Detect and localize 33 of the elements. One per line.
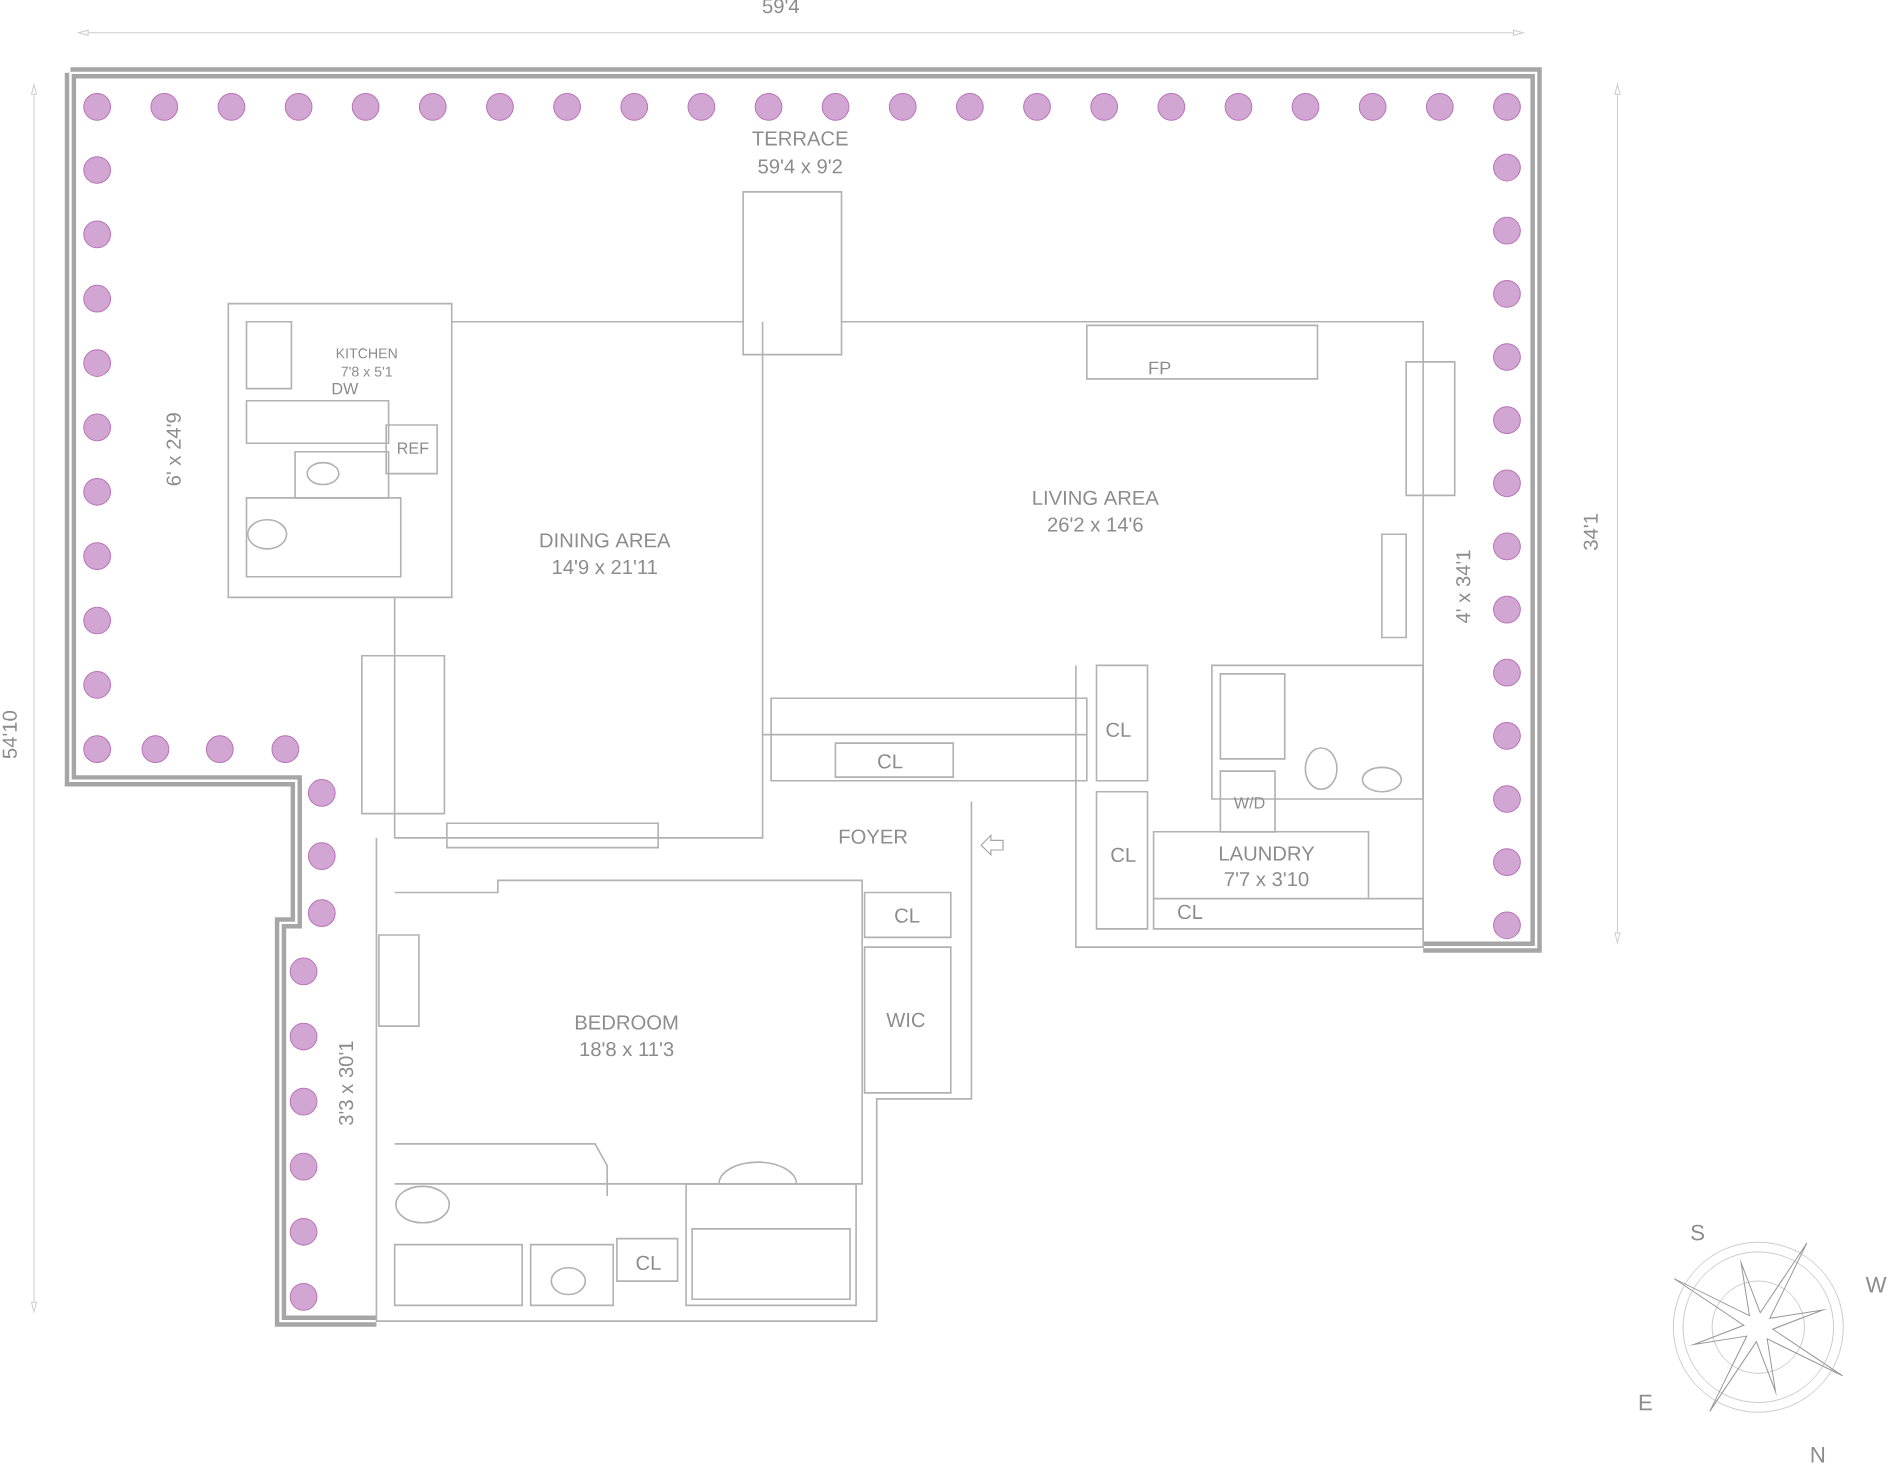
room-name: WIC [886,1013,925,1028]
closet-label: CL [636,1255,661,1271]
room-name: DINING AREA [540,533,671,548]
fireplace-label: FP [1149,361,1171,375]
dimension-label: 54'10 [2,711,17,759]
dimension-label: 34'1 [1583,514,1598,551]
room-name: KITCHEN [336,348,397,359]
room-name: TERRACE [752,131,848,146]
room-dimension: 26'2 x 14'6 [1048,517,1143,532]
compass-letter: W [1865,1277,1887,1293]
closet-label: CL [1178,905,1203,920]
compass-letter: N [1811,1447,1824,1463]
room-dimension: 4' x 34'1 [1456,550,1471,624]
closet-label: CL [1106,722,1131,738]
appliance-label: W/D [1233,796,1265,809]
room-dimension: 6' x 24'9 [166,413,181,486]
room-name: LAUNDRY [1220,846,1315,861]
compass-letter: E [1639,1395,1652,1411]
appliance-label: REF [398,442,429,454]
room-dimension: 14'9 x 21'11 [553,560,657,575]
room-name: FOYER [839,829,907,844]
closet-label: CL [1111,847,1136,863]
compass-letter: S [1691,1224,1704,1241]
room-dimension: 59'4 x 9'2 [758,159,842,174]
closet-label: CL [895,908,920,923]
room-dimension: 7'7 x 3'10 [1224,872,1309,887]
closet-label: CL [878,754,903,769]
appliance-label: DW [332,383,359,395]
room-dimension: 3'3 x 30'1 [338,1041,354,1126]
room-dimension: 7'8 x 5'1 [341,366,392,377]
room-name: BEDROOM [575,1015,678,1030]
room-name: LIVING AREA [1033,490,1159,506]
room-dimension: 18'8 x 11'3 [580,1042,674,1057]
